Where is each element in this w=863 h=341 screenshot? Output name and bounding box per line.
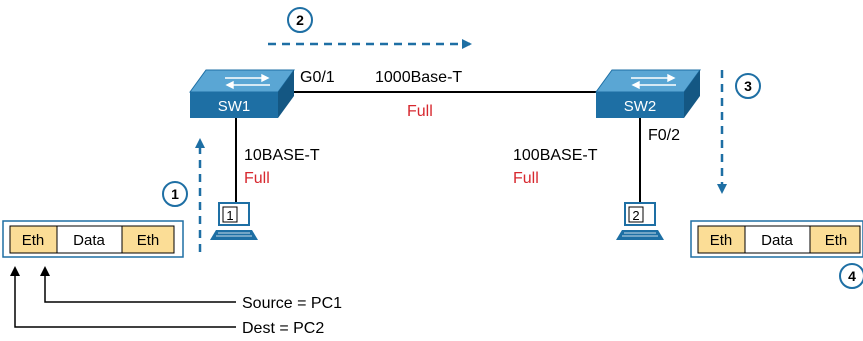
link2-port-label: F0/2 [648, 127, 680, 144]
frame-trailer: Eth [825, 232, 848, 249]
svg-text:1: 1 [171, 186, 179, 202]
switch-sw1: SW1 [189, 69, 295, 118]
switch-label-sw2: SW2 [624, 98, 657, 115]
switch-arrows-icon [631, 73, 676, 90]
switch-sw2: SW2 [595, 69, 701, 118]
frame-header: Eth [22, 232, 45, 249]
pc2-label: 2 [632, 208, 639, 223]
frame-right: Eth Data Eth [690, 220, 863, 258]
frame-data: Data [761, 232, 793, 249]
pc1-icon: 1 [210, 202, 258, 240]
svg-text:2: 2 [296, 12, 304, 28]
trunk-port-label: G0/1 [300, 69, 335, 86]
svg-text:3: 3 [744, 78, 752, 94]
frame-trailer: Eth [137, 232, 160, 249]
frame-header: Eth [710, 232, 733, 249]
trunk-speed-label: 1000Base-T [375, 69, 462, 86]
dest-label: Dest = PC2 [242, 320, 324, 337]
frame-left: Eth Data Eth [2, 220, 184, 258]
link2-duplex-label: Full [513, 170, 539, 187]
dest-arrow [10, 266, 236, 328]
source-arrow [40, 266, 236, 303]
switch-arrows-icon [225, 73, 270, 90]
switch-label-sw1: SW1 [218, 98, 251, 115]
link1-speed-label: 10BASE-T [244, 147, 320, 164]
source-label: Source = PC1 [242, 295, 342, 312]
step-badge-4: 4 [839, 263, 863, 289]
svg-text:4: 4 [848, 268, 856, 284]
link2-speed-label: 100BASE-T [513, 147, 598, 164]
step-badge-3: 3 [735, 73, 761, 99]
frame-data: Data [73, 232, 105, 249]
step-badge-2: 2 [287, 7, 313, 33]
trunk-duplex-label: Full [407, 103, 433, 120]
pc1-label: 1 [226, 208, 233, 223]
step-badge-1: 1 [162, 181, 188, 207]
link1-duplex-label: Full [244, 170, 270, 187]
pc2-icon: 2 [616, 202, 664, 240]
